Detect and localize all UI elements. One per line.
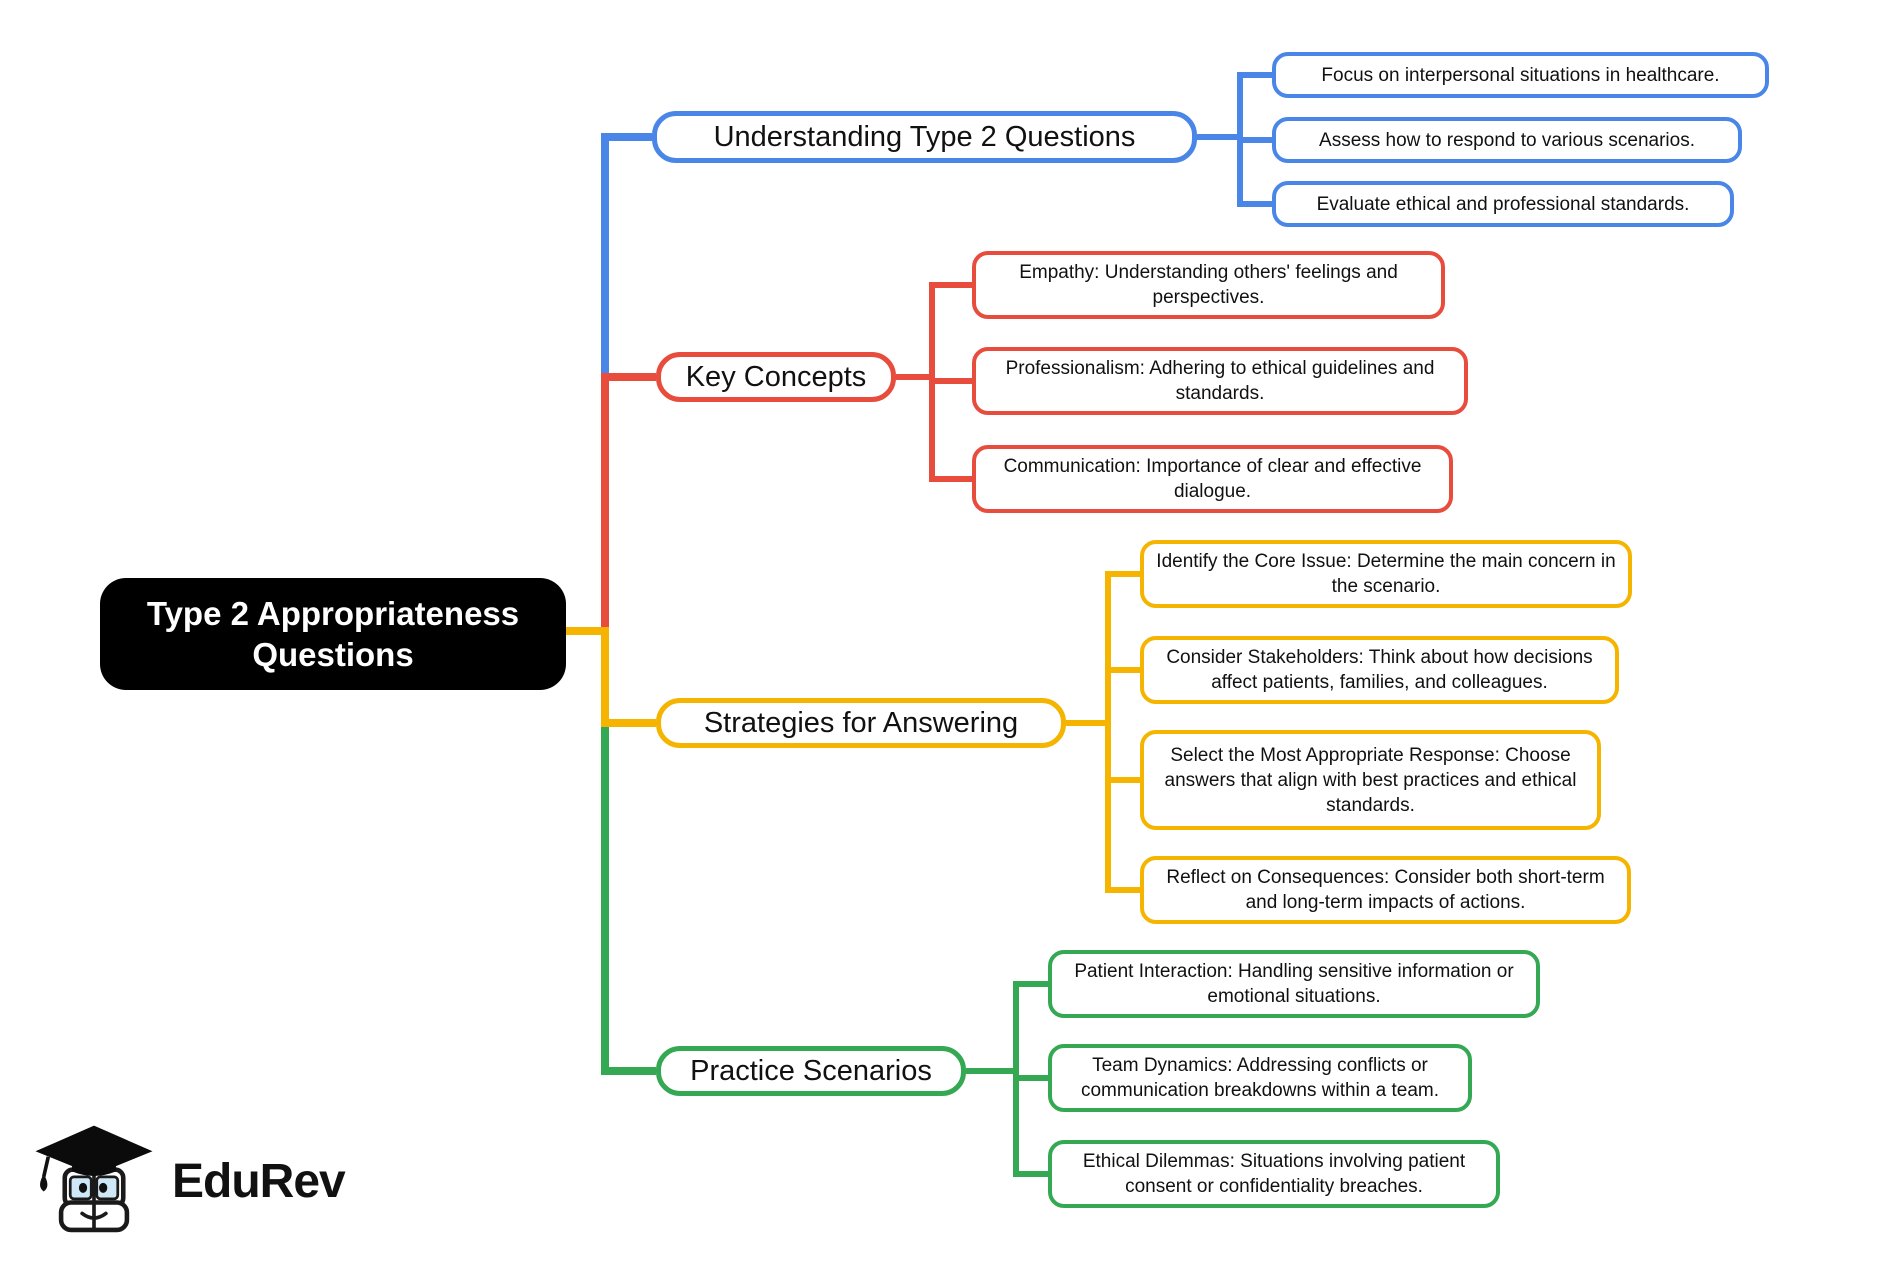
mindmap-child-node: Identify the Core Issue: Determine the m… (1140, 540, 1632, 608)
connector-line (601, 133, 652, 141)
connector-line (929, 476, 972, 482)
connector-line (601, 627, 609, 723)
edurev-logo: EduRev (30, 1122, 346, 1240)
connector-line (1013, 1171, 1048, 1177)
connector-line (929, 378, 972, 384)
branch-node-key-concepts: Key Concepts (656, 352, 896, 402)
connector-line (1105, 667, 1140, 673)
connector-line (601, 1067, 656, 1075)
mindmap-child-node: Communication: Importance of clear and e… (972, 445, 1453, 513)
connector-line (1013, 1075, 1048, 1081)
mindmap-child-node: Select the Most Appropriate Response: Ch… (1140, 730, 1601, 830)
connector-line (929, 282, 972, 288)
connector-line (601, 373, 656, 381)
connector-line (564, 627, 605, 635)
connector-line (601, 719, 656, 727)
edurev-logo-text: EduRev (172, 1154, 346, 1208)
connector-line (1105, 571, 1111, 893)
mindmap-child-node: Ethical Dilemmas: Situations involving p… (1048, 1140, 1500, 1208)
mindmap-child-node: Team Dynamics: Addressing conflicts or c… (1048, 1044, 1472, 1112)
connector-line (1066, 720, 1111, 726)
connector-line (966, 1068, 1019, 1074)
central-topic-node: Type 2 Appropriateness Questions (100, 578, 566, 690)
connector-line (896, 374, 935, 380)
mindmap-child-node: Professionalism: Adhering to ethical gui… (972, 347, 1468, 415)
connector-line (601, 133, 609, 379)
mindmap-child-node: Focus on interpersonal situations in hea… (1272, 52, 1769, 98)
connector-line (601, 375, 609, 631)
branch-node-practice: Practice Scenarios (656, 1046, 966, 1096)
mindmap-child-node: Evaluate ethical and professional standa… (1272, 181, 1734, 227)
mindmap-child-node: Consider Stakeholders: Think about how d… (1140, 636, 1619, 704)
mindmap-child-node: Empathy: Understanding others' feelings … (972, 251, 1445, 319)
mindmap-child-node: Reflect on Consequences: Consider both s… (1140, 856, 1631, 924)
connector-line (1105, 777, 1140, 783)
mindmap-child-node: Assess how to respond to various scenari… (1272, 117, 1742, 163)
connector-line (1013, 981, 1048, 987)
connector-line (1105, 571, 1140, 577)
connector-line (1237, 137, 1272, 143)
connector-line (1237, 72, 1272, 78)
connector-line (1237, 201, 1272, 207)
branch-node-understanding: Understanding Type 2 Questions (652, 111, 1197, 163)
connector-line (601, 719, 609, 1075)
branch-node-strategies: Strategies for Answering (656, 698, 1066, 748)
edurev-logo-icon (35, 1125, 153, 1233)
connector-line (1105, 887, 1140, 893)
connector-line (1197, 134, 1243, 140)
mindmap-child-node: Patient Interaction: Handling sensitive … (1048, 950, 1540, 1018)
